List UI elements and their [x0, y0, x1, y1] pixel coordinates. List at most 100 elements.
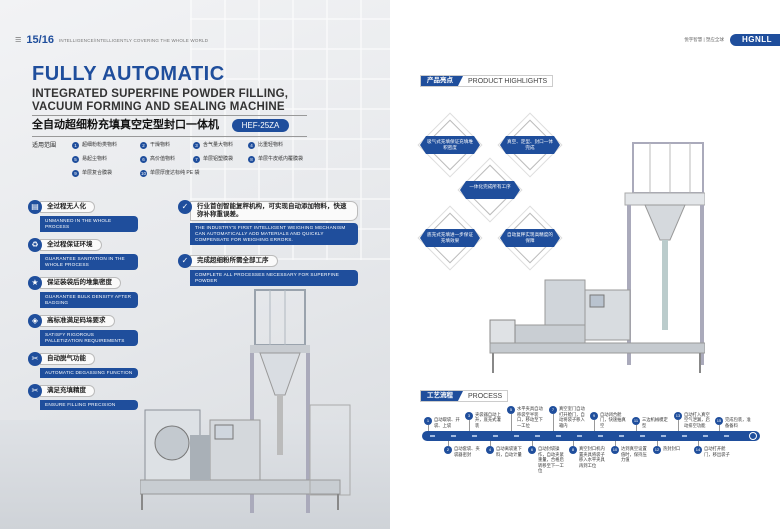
feature-item: ♻全过程保证环境 GUARANTEE SANITATION IN THE WHOL…	[28, 238, 138, 270]
step-number: 6	[528, 446, 536, 454]
step-number: 12	[653, 446, 661, 454]
feature-desc: GUARANTEE BULK DENSITY AFTER BAGGING	[40, 292, 138, 308]
feature-item: ✓完成超细粉所需全部工序 COMPLETE ALL PROCESSES NECES…	[178, 254, 358, 286]
scope-number: 2	[140, 142, 147, 149]
feature-desc: ENSURE FILLING PRECISION	[40, 400, 138, 410]
section-title-cn: 工艺流程	[421, 391, 463, 401]
step-number: 10	[611, 446, 619, 454]
slogan: 悦字智慧 | 塑应全球	[684, 37, 724, 42]
machine-image-left	[140, 289, 351, 513]
feature-head: ✓完成超细粉所需全部工序	[178, 254, 358, 268]
step-connector	[469, 419, 470, 431]
step-text: 自动打入真空空气泄漏，启动排空功能	[684, 411, 710, 428]
timeline-end-icon	[749, 432, 757, 440]
title-sub-line-1: INTEGRATED SUPERFINE POWDER FILLING,	[32, 88, 289, 100]
page-number: 15/16	[26, 34, 54, 46]
highlight-label: 自动复秤实现高精度的保障	[500, 229, 560, 247]
feature-item: ✓行业首创智能复秤机构，可实现自动添加物料，快速弥补称重误差。THE INDUS…	[178, 200, 358, 245]
process-timeline-bar	[422, 431, 760, 441]
tools-icon: ✂	[28, 384, 42, 398]
chevron-arrows-icon	[430, 435, 744, 437]
feature-title: 自动脱气功能	[40, 353, 95, 365]
step-connector	[553, 414, 554, 431]
step-connector	[511, 414, 512, 431]
feature-head: ✓行业首创智能复秤机构，可实现自动添加物料，快速弥补称重误差。	[178, 200, 358, 221]
step-connector	[698, 441, 699, 446]
scope-number: 4	[248, 142, 255, 149]
tagline: INTELLIGENCE/INTELLIGENTLY COVERING THE …	[58, 37, 209, 43]
title-sub-line-2: VACUUM FORMING AND SEALING MACHINE	[32, 100, 285, 113]
feature-head: ✂自动脱气功能	[28, 352, 138, 366]
clipboard-icon: ▤	[28, 200, 42, 214]
feature-title: 完成超细粉所需全部工序	[190, 255, 278, 267]
feature-item: ✂满足充填精度 ENSURE FILLING PRECISION	[28, 384, 138, 410]
section-title-en: PROCESS	[468, 392, 503, 400]
thumbs-up-icon: ✓	[178, 200, 192, 214]
step-text: 自动套袋、夹袋器密封	[454, 446, 480, 457]
feature-title: 满足充填精度	[40, 385, 95, 397]
step-connector	[678, 419, 679, 431]
highlight-diamond: 真空、定型、封口一体完成	[497, 112, 563, 178]
step-number: 4	[486, 446, 494, 454]
scope-text: 单层牛皮纸内覆膜袋	[258, 156, 304, 162]
scope-number: 1	[72, 142, 79, 149]
feature-head: ▤全过程无人化	[28, 200, 138, 214]
feature-head: ♻全过程保证环境	[28, 238, 138, 252]
step-text: 达到真空设置值时，保持压力值	[621, 446, 647, 462]
feature-item: ▤全过程无人化 UNMANNED IN THE WHOLE PROCESS	[28, 200, 138, 232]
menu-icon: ≡	[15, 34, 22, 46]
feature-desc: GUARANTEE SANITATION IN THE WHOLE PROCES…	[40, 254, 138, 270]
scope-text: 易起尘物料	[82, 156, 108, 162]
step-connector	[428, 425, 429, 431]
step-connector	[490, 441, 491, 446]
step-text: 水平夹具自动移袋至半装口，移动至下一工位	[517, 406, 543, 428]
step-connector	[594, 419, 595, 431]
scope-text: 超细粉粉类物料	[82, 142, 118, 148]
feature-head: ✂满足充填精度	[28, 384, 138, 398]
scope-text: 单层厚度达标纯 PE 袋	[150, 170, 200, 176]
title-sub: INTEGRATED SUPERFINE POWDER FILLING, VAC…	[32, 88, 288, 113]
highlight-diamond: 底充式充填进一步保证充填效果	[417, 205, 483, 271]
step-connector	[532, 441, 533, 446]
step-number: 7	[549, 406, 557, 414]
step-number: 11	[632, 417, 640, 425]
step-number: 3	[465, 411, 473, 420]
scope-text: 干燥物料	[150, 142, 171, 148]
step-text: 自动取袋、开袋、上袋	[434, 417, 460, 428]
feature-item: ★保证装袋后的堆集密度 GUARANTEE BULK DENSITY AFTER …	[28, 276, 138, 308]
step-connector	[657, 441, 658, 446]
scope-text: 高价值物料	[150, 156, 176, 162]
divider	[32, 136, 307, 137]
scope-text: 比重轻物料	[258, 142, 284, 148]
tools-icon: ✂	[28, 352, 42, 366]
highlight-label: 一体化完成所有工序	[460, 181, 520, 199]
step-text: 热封封口	[663, 446, 681, 451]
title-main: FULLY AUTOMATIC	[32, 63, 225, 85]
thumbs-up-icon: ✓	[178, 254, 192, 268]
page-header: ≡ 15/16 INTELLIGENCE/INTELLIGENTLY COVER…	[15, 34, 208, 47]
feature-head: ★保证装袋后的堆集密度	[28, 276, 138, 290]
step-number: 9	[590, 411, 598, 420]
title-cn: 全自动超细粉充填真空定型封口一体机	[32, 119, 219, 131]
feature-desc: COMPLETE ALL PROCESSES NECESSARY FOR SUP…	[190, 270, 358, 286]
step-number: 5	[507, 406, 515, 414]
feature-desc: UNMANNED IN THE WHOLE PROCESS	[40, 216, 138, 232]
scope-number: 9	[72, 170, 79, 177]
